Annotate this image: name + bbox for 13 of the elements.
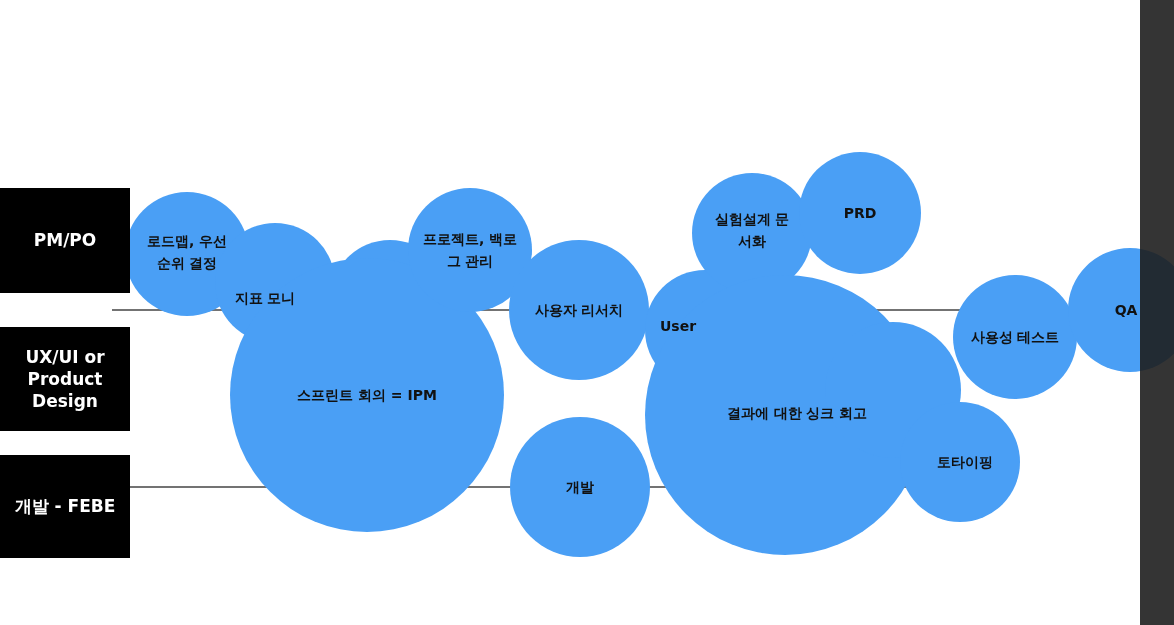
activity-label: 사용자 리서치 xyxy=(519,298,639,322)
activity-label: 개발 xyxy=(550,475,610,499)
activity-label: PRD xyxy=(830,201,890,225)
activity-label: 스프린트 회의 = IPM xyxy=(267,383,467,407)
activity-label: User xyxy=(653,314,703,338)
lane-label-box: 개발 - FEBE xyxy=(0,455,130,558)
lane-label-box: UX/UI or Product Design xyxy=(0,327,130,431)
activity-label: 토타이핑 xyxy=(925,450,1005,474)
activity-label: 지표 모니 xyxy=(223,286,307,310)
lane-label-box: PM/PO xyxy=(0,188,130,293)
activity-label: QA xyxy=(1106,298,1146,322)
activity-label: 사용성 테스트 xyxy=(955,325,1075,349)
activity-label: 결과에 대한 싱크 회고 xyxy=(722,401,872,425)
